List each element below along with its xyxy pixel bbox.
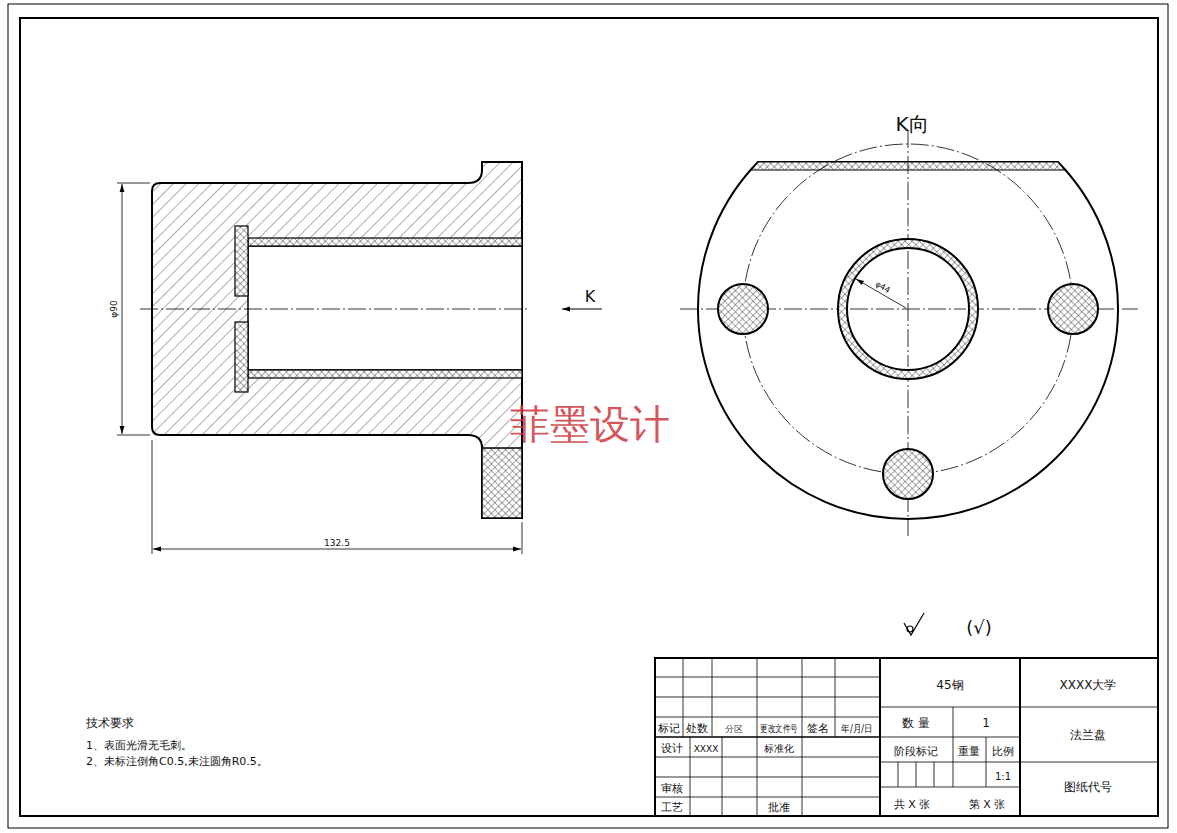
table-cell-text: 标记	[658, 723, 680, 735]
end-view	[680, 130, 1138, 536]
drawing-number-cell-text: 图纸代号	[1064, 781, 1112, 794]
table-cell-text: 阶段标记	[894, 746, 938, 758]
table-cell: 1	[982, 713, 990, 731]
dimension-text: 132.5	[324, 532, 350, 550]
roughness-note-text: (√)	[966, 618, 992, 638]
table-cell-text: 工艺	[661, 802, 683, 814]
table-cell-text: 共 X 张	[894, 799, 931, 811]
dimension-text: φ44	[872, 273, 896, 297]
table-cell: 共 X 张	[894, 794, 931, 812]
part-name-text: 法兰盘	[1070, 729, 1106, 742]
note-text: 2、未标注倒角C0.5,未注圆角R0.5。	[86, 751, 268, 769]
dimension-text-text: 132.5	[324, 539, 350, 549]
table-cell: 年/月/日	[841, 718, 872, 736]
table-cell-text: 标准化	[764, 743, 794, 754]
note-heading-text: 技术要求	[86, 717, 134, 730]
table-cell: XXXX	[694, 738, 719, 756]
note-text-text: 1、表面光滑无毛刺。	[86, 740, 192, 752]
table-cell: 更改文件号	[760, 718, 798, 736]
table-cell-text: 分区	[725, 725, 743, 735]
table-cell-text: 重量	[958, 746, 980, 758]
school-cell: XXXX大学	[1060, 675, 1117, 693]
scale-cell: 1:1	[995, 766, 1011, 784]
view-letter-text: K	[585, 288, 596, 306]
inner-border	[20, 18, 1158, 816]
table-cell: 标记	[658, 718, 680, 736]
watermark: 菲墨设计	[510, 402, 670, 446]
table-cell-text: 比例	[992, 746, 1014, 758]
school-cell-text: XXXX大学	[1060, 679, 1117, 692]
table-cell-text: 数 量	[902, 717, 930, 730]
table-cell-text: 更改文件号	[760, 723, 798, 734]
table-cell: 比例	[992, 741, 1014, 759]
note-text: 1、表面光滑无毛刺。	[86, 735, 192, 753]
material-cell-text: 45钢	[936, 679, 963, 692]
view-title-text: K向	[895, 113, 928, 135]
view-letter: K	[585, 288, 596, 306]
view-arrow	[562, 309, 602, 310]
dimension-text-text: φ90	[110, 300, 120, 317]
roughness-note: (√)	[966, 618, 992, 638]
table-cell: 标准化	[764, 738, 794, 756]
table-cell: 批准	[768, 797, 790, 815]
table-cell-text: 年/月/日	[841, 723, 872, 734]
dimension-lines	[117, 183, 522, 554]
table-cell: 分区	[725, 718, 743, 736]
title-block	[655, 658, 1158, 816]
table-cell-text: 签名	[807, 723, 829, 735]
note-text-text: 2、未标注倒角C0.5,未注圆角R0.5。	[86, 756, 268, 768]
dimension-text-text: φ44	[873, 280, 893, 296]
note-heading: 技术要求	[86, 713, 134, 731]
outer-border	[8, 4, 1168, 828]
part-name: 法兰盘	[1070, 725, 1106, 743]
drawing-number-cell: 图纸代号	[1064, 777, 1112, 795]
table-cell: 设计	[661, 738, 683, 756]
material-cell: 45钢	[936, 675, 963, 693]
table-cell: 重量	[958, 741, 980, 759]
table-cell: 处数	[686, 718, 708, 736]
dimension-text: φ90	[103, 300, 121, 317]
scale-cell-text: 1:1	[995, 771, 1011, 782]
view-title: K向	[895, 113, 928, 135]
table-cell-text: 审核	[661, 783, 683, 795]
table-cell: 审核	[661, 778, 683, 796]
table-cell: 数 量	[902, 713, 930, 731]
roughness-symbol	[904, 613, 924, 635]
table-cell: 签名	[807, 718, 829, 736]
table-cell: 阶段标记	[894, 741, 938, 759]
table-cell-text: 设计	[661, 743, 683, 755]
table-cell-text: 批准	[768, 802, 790, 814]
table-cell-text: 处数	[686, 723, 708, 735]
watermark-text: 菲墨设计	[510, 402, 670, 446]
table-cell-text: 1	[982, 717, 990, 730]
table-cell: 工艺	[661, 797, 683, 815]
section-view	[140, 162, 530, 518]
table-cell-text: 第 X 张	[969, 799, 1006, 811]
table-cell: 第 X 张	[969, 794, 1006, 812]
table-cell-text: XXXX	[694, 745, 719, 755]
